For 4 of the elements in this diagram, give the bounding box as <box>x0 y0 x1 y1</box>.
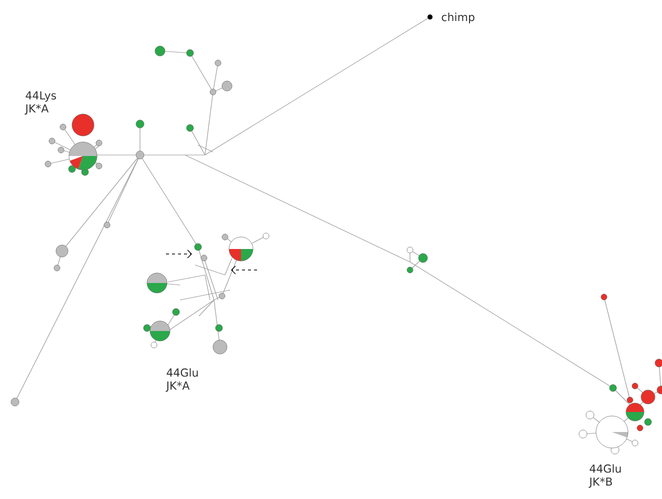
group-label: 44Glu JK*B <box>588 464 621 488</box>
group-label: 44Glu JK*A <box>166 368 198 392</box>
group-label: chimp <box>442 12 474 24</box>
group-label: 44Lys JK*A <box>24 91 56 115</box>
